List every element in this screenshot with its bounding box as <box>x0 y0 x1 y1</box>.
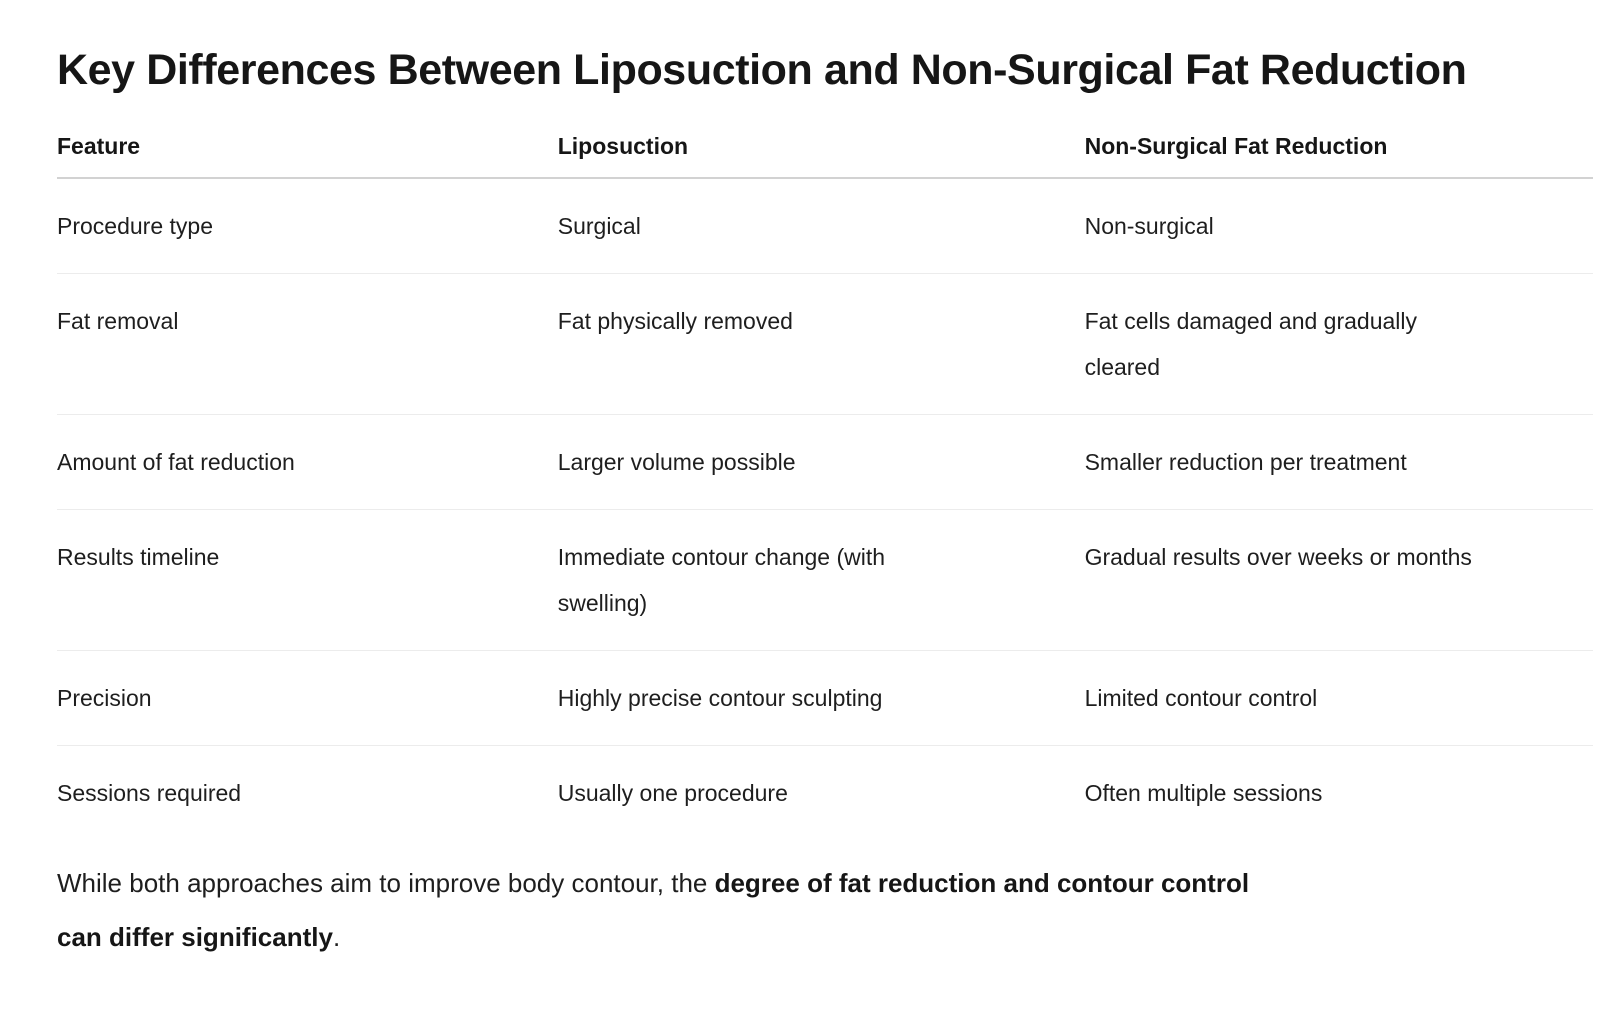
closing-text: While both approaches aim to improve bod… <box>57 868 715 898</box>
cell-non-surgical: Often multiple sessions <box>1084 780 1323 806</box>
cell-feature: Procedure type <box>57 178 558 274</box>
cell-liposuction: Immediate contour change (with swelling) <box>557 509 1085 651</box>
comparison-table: Feature Liposuction Non-Surgical Fat Red… <box>57 123 1593 840</box>
table-row: Fat removal Fat physically removed Fat c… <box>57 273 1593 415</box>
cell-feature: Amount of fat reduction <box>57 414 558 510</box>
closing-text-bold: degree of fat reduction and contour cont… <box>57 868 1250 952</box>
table-row: Sessions required Usually one procedure … <box>57 746 1593 841</box>
column-header-feature: Feature <box>57 123 558 179</box>
cell-non-surgical: Non-surgical <box>1084 178 1593 274</box>
table-row: Precision Highly precise contour sculpti… <box>57 650 1593 746</box>
cell-feature: Precision <box>57 650 558 746</box>
page-title: Key Differences Between Liposuction and … <box>57 46 1467 94</box>
table-header: Feature Liposuction Non-Surgical Fat Red… <box>57 123 1593 179</box>
cell-liposuction: Usually one procedure <box>557 780 788 806</box>
table-body: Procedure type Surgical Non-surgical Fat… <box>57 178 1593 840</box>
cell-non-surgical: Gradual results over weeks or months <box>1084 509 1593 651</box>
table-row: Results timeline Immediate contour chang… <box>57 509 1593 651</box>
cell-feature: Sessions required <box>57 780 242 806</box>
closing-paragraph: While both approaches aim to improve bod… <box>57 856 1593 964</box>
cell-liposuction: Surgical <box>557 178 1085 274</box>
cell-liposuction: Fat physically removed <box>557 273 1085 415</box>
table-row: Procedure type Surgical Non-surgical <box>57 178 1593 274</box>
closing-text-period: . <box>332 922 341 952</box>
cell-non-surgical: Limited contour control <box>1084 650 1593 746</box>
cell-non-surgical: Smaller reduction per treatment <box>1084 414 1593 510</box>
cell-liposuction: Larger volume possible <box>557 414 1085 510</box>
cell-non-surgical: Fat cells damaged and gradually cleared <box>1084 273 1593 415</box>
table-row: Amount of fat reduction Larger volume po… <box>57 414 1593 510</box>
cell-feature: Results timeline <box>57 509 558 651</box>
table-header-row: Feature Liposuction Non-Surgical Fat Red… <box>57 123 1593 179</box>
column-header-non-surgical: Non-Surgical Fat Reduction <box>1084 123 1593 179</box>
cell-feature: Fat removal <box>57 273 558 415</box>
cell-liposuction: Highly precise contour sculpting <box>557 650 1085 746</box>
column-header-liposuction: Liposuction <box>557 123 1085 179</box>
content-area: Key Differences Between Liposuction and … <box>57 0 1593 1034</box>
